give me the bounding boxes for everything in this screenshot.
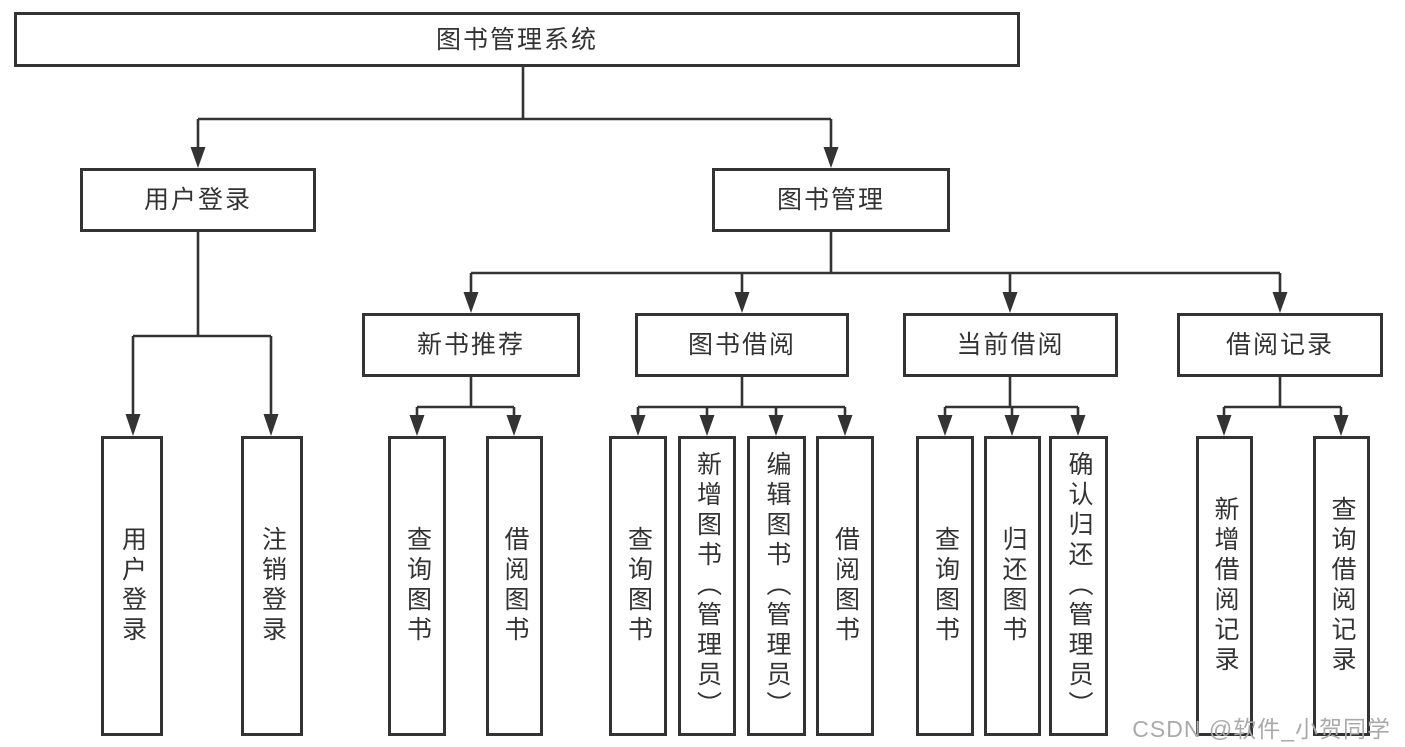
- node-leaf-borrow-books-1: 借阅图书: [486, 436, 543, 736]
- node-leaf-query-borrow-record: 查询借阅记录: [1313, 436, 1370, 736]
- node-library-system: 图书管理系统: [14, 12, 1020, 67]
- node-borrow-records: 借阅记录: [1177, 313, 1383, 377]
- node-current-borrow: 当前借阅: [903, 313, 1118, 377]
- node-new-book-recommend: 新书推荐: [362, 313, 580, 377]
- node-leaf-logout: 注销登录: [241, 436, 303, 736]
- node-leaf-confirm-return-admin: 确认归还（管理员）: [1049, 436, 1108, 736]
- node-leaf-borrow-books-2: 借阅图书: [816, 436, 874, 736]
- node-user-login: 用户登录: [80, 168, 316, 232]
- node-book-management: 图书管理: [712, 168, 950, 232]
- node-leaf-add-borrow-record: 新增借阅记录: [1196, 436, 1253, 736]
- node-leaf-add-books-admin: 新增图书（管理员）: [678, 436, 736, 736]
- node-book-borrow: 图书借阅: [635, 313, 849, 377]
- csdn-watermark: CSDN @软件_小贺同学: [1132, 716, 1391, 742]
- node-leaf-edit-books-admin: 编辑图书（管理员）: [747, 436, 806, 736]
- node-leaf-query-books-1: 查询图书: [388, 436, 446, 736]
- node-leaf-query-books-2: 查询图书: [609, 436, 667, 736]
- node-leaf-user-login: 用户登录: [101, 436, 163, 736]
- node-leaf-return-books: 归还图书: [984, 436, 1041, 736]
- node-leaf-query-books-3: 查询图书: [916, 436, 974, 736]
